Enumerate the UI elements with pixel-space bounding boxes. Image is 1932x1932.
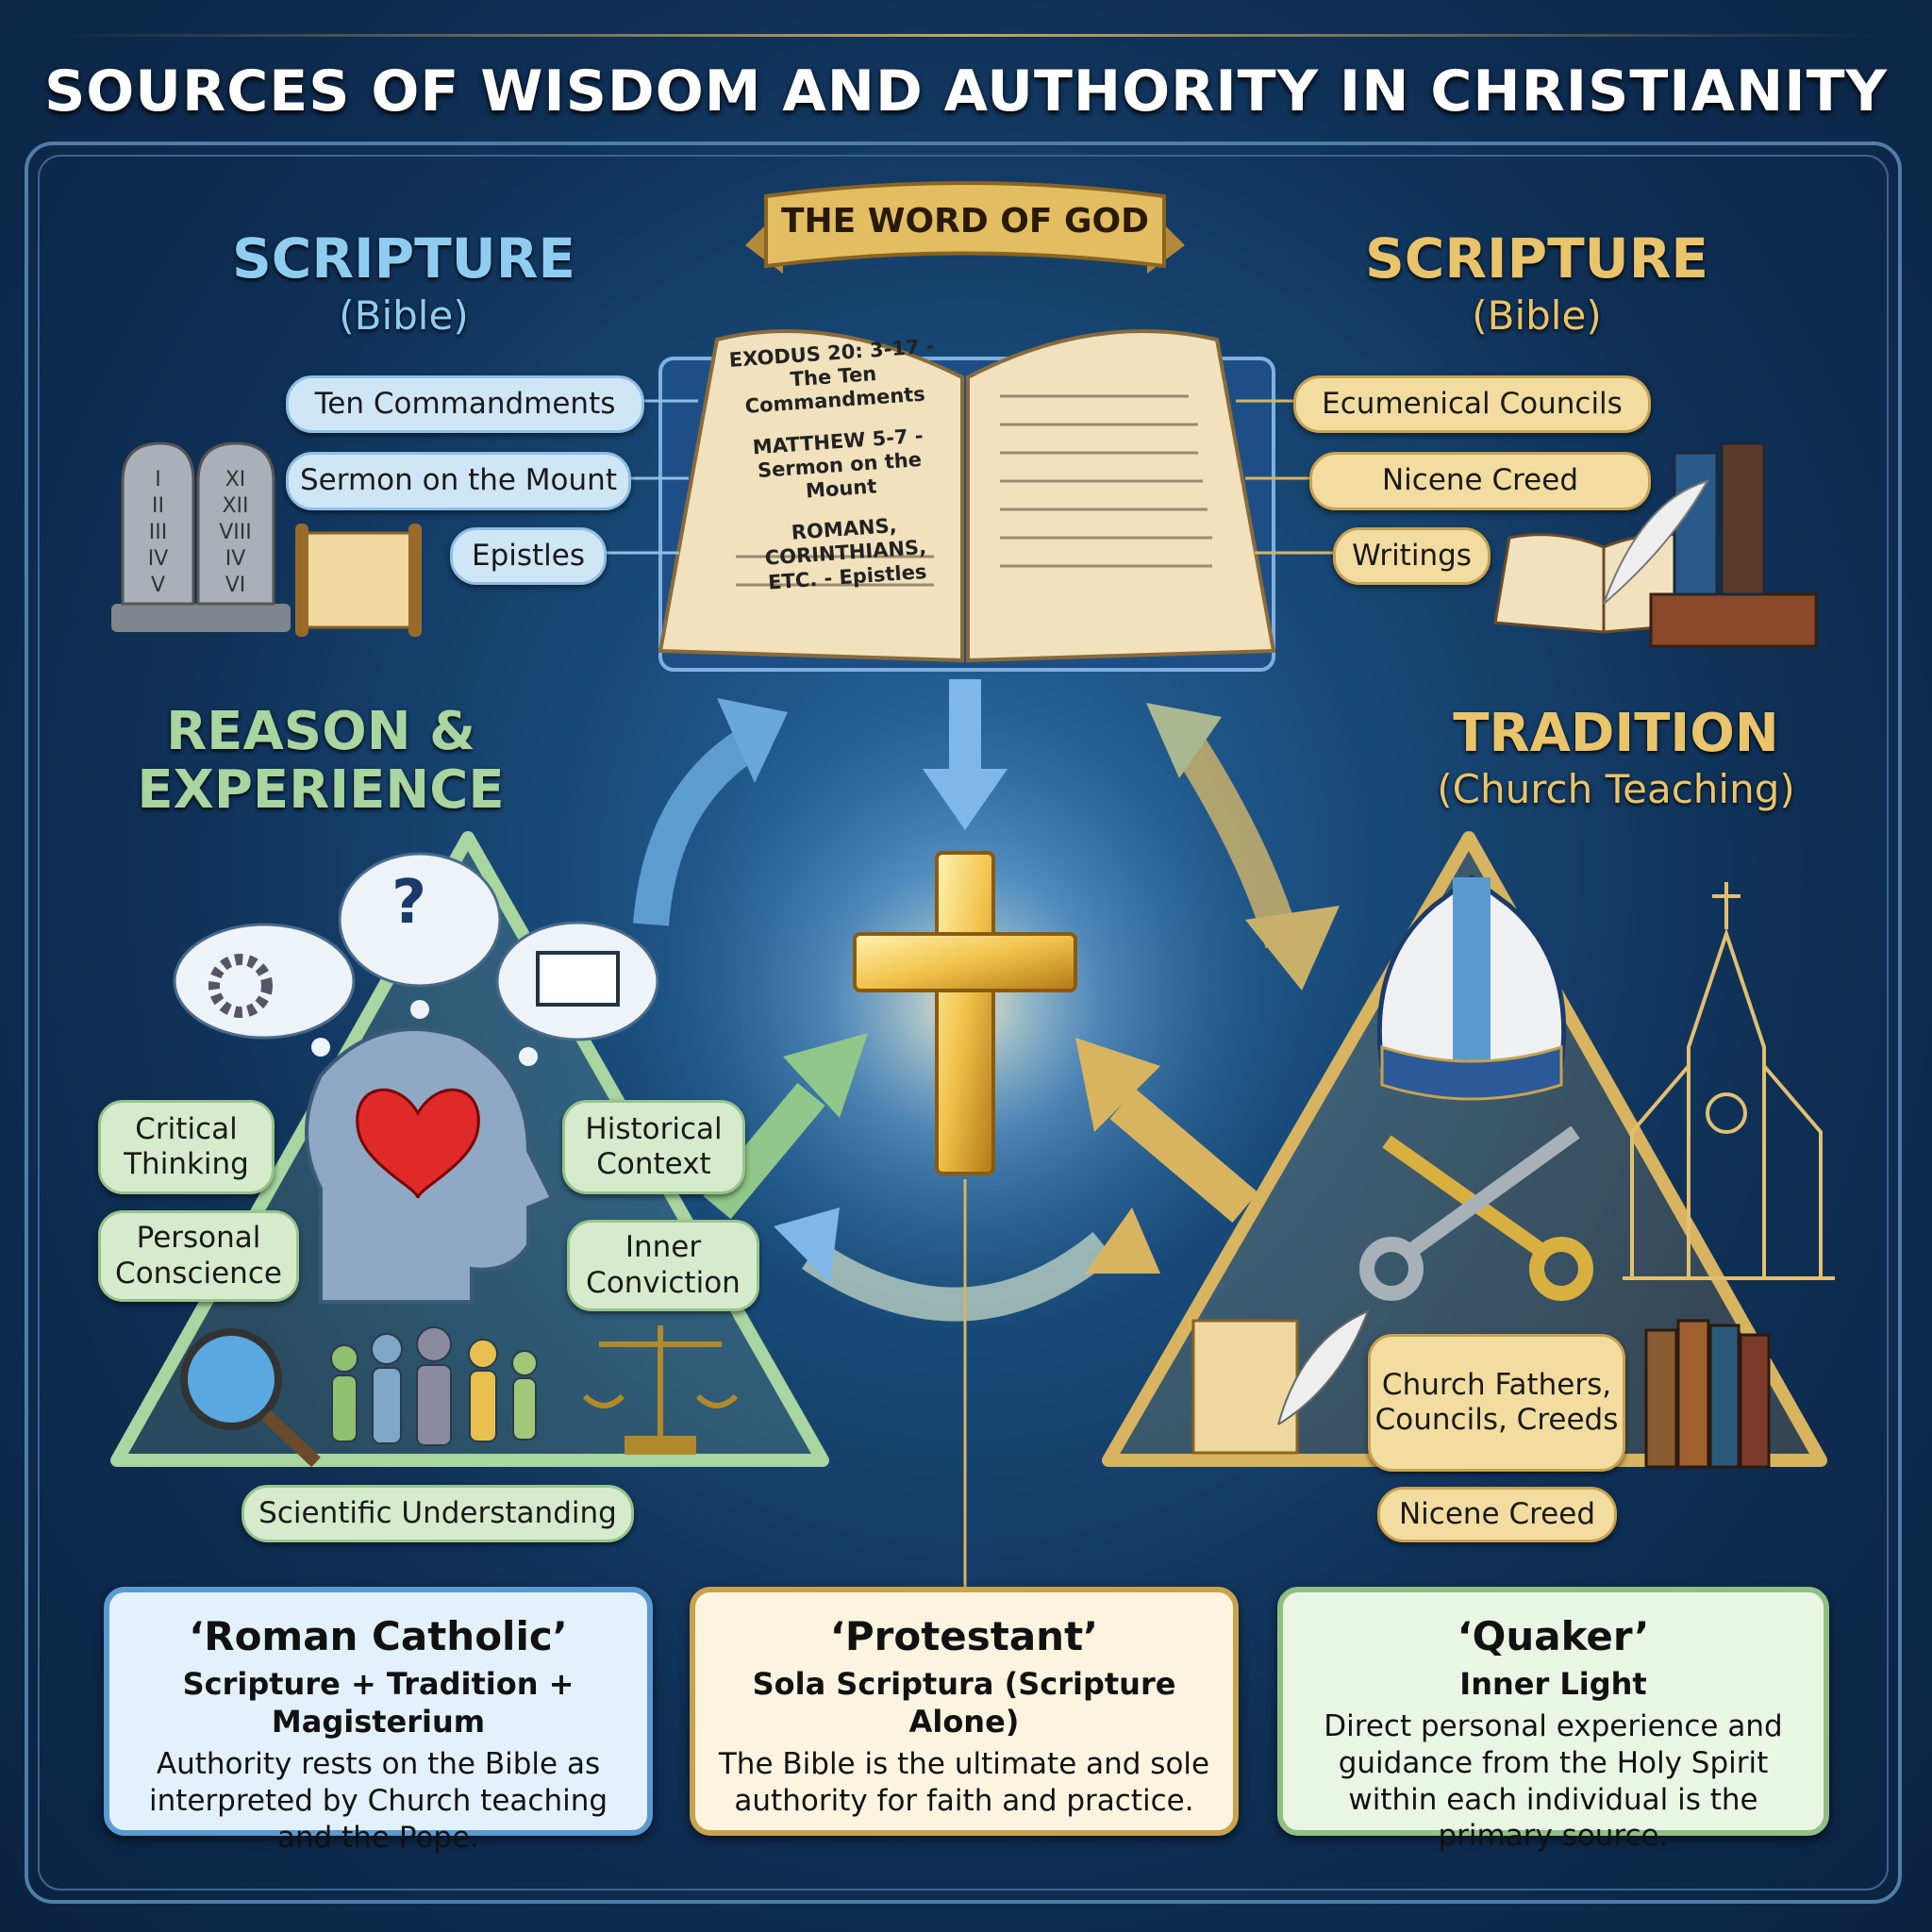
box-quaker: ‘Quaker’ Inner Light Direct personal exp…	[1277, 1587, 1829, 1853]
book-page-text: EXODUS 20: 3-17 - The Ten Commandments M…	[718, 334, 961, 597]
arrow-reason-tradition-head-left	[774, 1208, 840, 1283]
arrow-tradition-to-cross-head	[1075, 1038, 1160, 1132]
inner-frame	[38, 155, 1889, 1890]
scripture-right-subtitle: (Bible)	[1472, 292, 1602, 339]
box-description: Direct personal experience and guidance …	[1324, 1709, 1783, 1854]
box-title: ‘Roman Catholic’	[189, 1613, 568, 1659]
scales-of-justice-icon	[582, 1325, 739, 1455]
numeral: IV	[147, 547, 169, 571]
numeral: XII	[222, 494, 249, 518]
pill-writings: Writings	[1333, 527, 1491, 585]
mitre-icon	[1376, 874, 1567, 1101]
arrow-reason-to-book-head	[717, 698, 788, 783]
pill-personal-conscience: Personal Conscience	[98, 1210, 299, 1302]
arrow-reason-to-book	[633, 730, 756, 926]
scripture-right-title: SCRIPTURE	[1364, 226, 1709, 291]
crossed-keys-icon	[1359, 1125, 1593, 1301]
box-description: The Bible is the ultimate and sole autho…	[718, 1747, 1210, 1818]
title-divider	[57, 34, 1875, 37]
open-bible-icon	[658, 329, 1276, 672]
pill-scientific-understanding: Scientific Understanding	[242, 1485, 634, 1542]
numeral: IV	[225, 547, 246, 571]
pill-church-fathers: Church Fathers, Councils, Creeds	[1368, 1334, 1625, 1472]
magnifying-globe-icon	[180, 1328, 321, 1468]
ornamental-frame	[25, 142, 1902, 1904]
reason-title: REASON & EXPERIENCE	[85, 703, 557, 820]
numeral: VI	[225, 574, 246, 597]
pill-ten-commandments: Ten Commandments	[286, 375, 644, 433]
box-protestant: ‘Protestant’ Sola Scriptura (Scripture A…	[690, 1587, 1239, 1836]
box-subtitle: Sola Scriptura (Scripture Alone)	[752, 1666, 1176, 1740]
arrow-book-to-cross-head	[923, 769, 1008, 830]
box-description: Authority rests on the Bible as interpre…	[148, 1747, 608, 1855]
numeral: VIII	[219, 521, 252, 544]
box-title: ‘Protestant’	[829, 1613, 1099, 1659]
arrow-reason-tradition	[801, 1231, 1115, 1322]
numeral: III	[148, 521, 168, 544]
pill-historical-context: Historical Context	[562, 1100, 745, 1194]
pill-epistles: Epistles	[450, 527, 607, 585]
tradition-title: TRADITION	[1453, 703, 1779, 764]
box-roman-catholic: ‘Roman Catholic’ Scripture + Tradition +…	[104, 1587, 653, 1855]
pill-critical-thinking: Critical Thinking	[98, 1100, 275, 1194]
books-and-quill-icon	[1493, 441, 1818, 648]
banner-text: THE WORD OF GOD	[780, 202, 1150, 241]
arrow-tradition-to-cross	[1109, 1088, 1258, 1224]
box-subtitle: Inner Light	[1459, 1666, 1647, 1702]
tradition-subtitle: (Church Teaching)	[1437, 766, 1795, 812]
numeral: V	[150, 574, 166, 597]
numeral: XI	[225, 468, 246, 491]
scripture-left-subtitle: (Bible)	[339, 292, 469, 339]
page-title: SOURCES OF WISDOM AND AUTHORITY IN CHRIS…	[44, 58, 1888, 125]
people-group-icon	[330, 1326, 538, 1446]
banner-ribbon	[745, 181, 1185, 274]
arrow-reason-to-cross-head	[783, 1033, 868, 1118]
reason-title-line: EXPERIENCE	[137, 759, 505, 821]
pill-sermon-on-the-mount: Sermon on the Mount	[286, 452, 631, 510]
numeral: I	[155, 468, 161, 491]
tablet-right-numerals: XI XII VIII IV VI	[209, 467, 261, 599]
box-title: ‘Quaker’	[1457, 1613, 1650, 1659]
arrow-book-tradition-head-top	[1146, 703, 1222, 778]
scroll-icon	[295, 524, 422, 637]
cross-icon	[853, 851, 1077, 1175]
numeral: II	[152, 494, 164, 518]
scripture-left-title: SCRIPTURE	[231, 226, 576, 291]
box-subtitle: Scripture + Tradition + Magisterium	[182, 1666, 575, 1740]
pill-nicene-creed: Nicene Creed	[1309, 452, 1651, 510]
arrow-book-tradition-head-bottom	[1245, 906, 1340, 991]
head-with-heart-icon	[305, 1027, 555, 1304]
question-mark-icon: ?	[391, 868, 427, 938]
stone-tablets-icon	[111, 441, 291, 632]
scroll-quill-icon	[1191, 1309, 1370, 1455]
pill-inner-conviction: Inner Conviction	[567, 1220, 759, 1311]
books-stack-icon	[1644, 1319, 1771, 1469]
church-icon	[1623, 882, 1835, 1280]
reason-title-line: REASON &	[166, 701, 475, 762]
pill-ecumenical-councils: Ecumenical Councils	[1293, 375, 1651, 433]
thought-bubbles	[173, 852, 659, 1066]
pill-nicene-creed-tradition: Nicene Creed	[1377, 1487, 1617, 1542]
arrow-reason-tradition-head-right	[1085, 1208, 1160, 1274]
